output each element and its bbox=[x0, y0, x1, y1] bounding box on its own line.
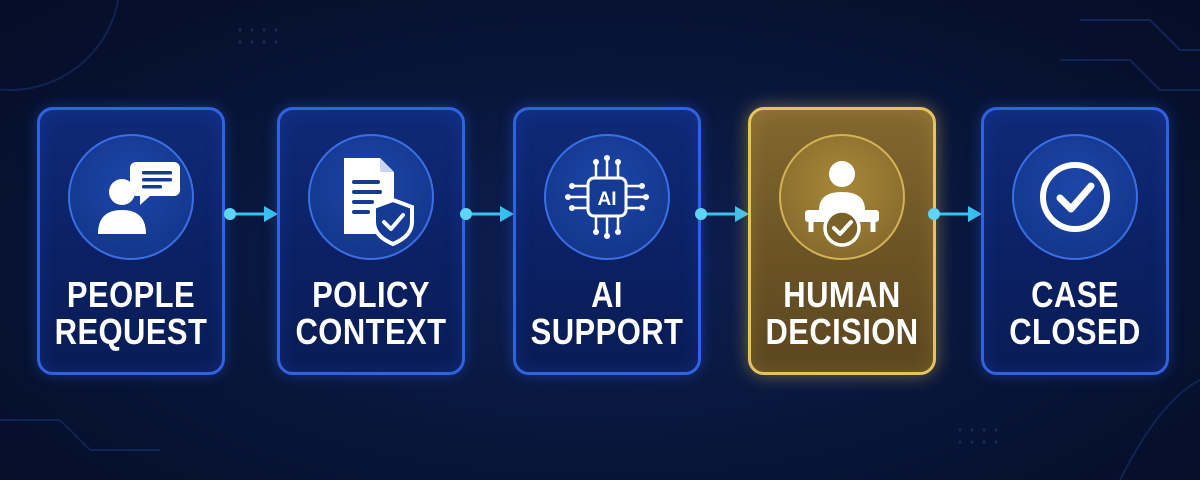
step-label-line2: SUPPORT bbox=[530, 311, 684, 352]
person-desk-check-icon bbox=[779, 134, 905, 260]
step-label-line1: HUMAN bbox=[783, 274, 901, 315]
step-human-decision: HUMAN DECISION bbox=[748, 107, 936, 375]
step-label: CASE CLOSED bbox=[997, 276, 1154, 350]
arrow-icon bbox=[224, 206, 278, 222]
step-label-line1: AI bbox=[591, 274, 623, 315]
step-label-line2: REQUEST bbox=[54, 311, 208, 352]
step-label-line1: PEOPLE bbox=[66, 274, 196, 315]
step-label-line1: CASE bbox=[1031, 274, 1119, 315]
person-speech-bubble-icon bbox=[68, 134, 194, 260]
step-label: HUMAN DECISION bbox=[764, 276, 921, 350]
check-circle-icon bbox=[1012, 134, 1138, 260]
step-case-closed: CASE CLOSED bbox=[981, 107, 1169, 375]
step-label-line1: POLICY bbox=[312, 274, 430, 315]
arrow-icon bbox=[695, 206, 749, 222]
arrow-icon bbox=[928, 206, 982, 222]
step-label: PEOPLE REQUEST bbox=[53, 276, 210, 350]
step-label-line2: CLOSED bbox=[1009, 311, 1141, 352]
document-shield-check-icon bbox=[308, 134, 434, 260]
ai-chip-icon: AI bbox=[544, 134, 670, 260]
step-label: POLICY CONTEXT bbox=[293, 276, 450, 350]
step-ai-support: AI AI SUPPORT bbox=[513, 107, 701, 375]
step-people-request: PEOPLE REQUEST bbox=[37, 107, 225, 375]
ai-chip-label: AI bbox=[598, 189, 617, 210]
step-policy-context: POLICY CONTEXT bbox=[277, 107, 465, 375]
arrow-icon bbox=[460, 206, 514, 222]
step-label-line2: CONTEXT bbox=[295, 311, 447, 352]
step-label-line2: DECISION bbox=[765, 311, 919, 352]
step-label: AI SUPPORT bbox=[529, 276, 686, 350]
